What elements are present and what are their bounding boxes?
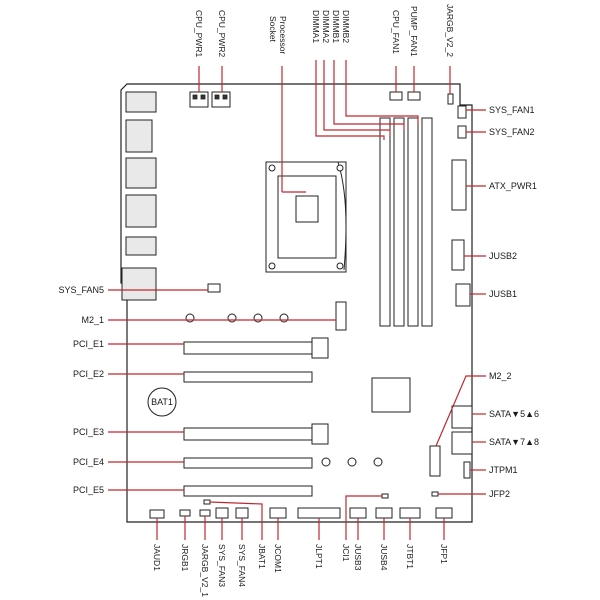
label-pci-e1: PCI_E1 [73,339,104,349]
label-atx-pwr1: ATX_PWR1 [489,181,537,191]
label-jbat1: JBAT1 [257,544,267,569]
label-sys-fan5: SYS_FAN5 [58,285,104,295]
label-jusb2: JUSB2 [489,251,517,261]
jfp2-header [431,491,439,497]
sys-fan1-header [457,105,467,119]
label-m2-1: M2_1 [81,315,104,325]
label-sata-78: SATA▼7▲8 [489,437,539,447]
label-jargb-v2-1: JARGB_V2_1 [200,544,210,597]
label-sys-fan3: SYS_FAN3 [217,544,227,587]
dimm-slots [379,117,433,327]
label-pci-e3: PCI_E3 [73,427,104,437]
pump-fan1-header [407,91,421,101]
label-dimma1: DIMMA1 [311,10,321,43]
jusb1-connector [455,283,471,307]
jargb-v2-2-header [447,93,454,105]
label-jaud1: JAUD1 [152,544,162,571]
label-processor-socket-1: Processor [278,16,288,54]
sata-56-connector [451,405,473,429]
board-outline [120,83,473,523]
cmos-battery: BAT1 [147,387,177,417]
label-sys-fan1: SYS_FAN1 [489,105,535,115]
label-jusb4: JUSB4 [379,544,389,571]
label-pci-e5: PCI_E5 [73,485,104,495]
sys-fan5-header [207,283,221,293]
processor-socket [265,161,347,273]
label-sys-fan4: SYS_FAN4 [237,544,247,587]
label-dimmb1: DIMMB1 [331,10,341,43]
jtpm1-header [463,461,471,479]
label-sys-fan2: SYS_FAN2 [489,127,535,137]
label-m2-2: M2_2 [489,371,512,381]
leader-lines [108,60,486,540]
cpu-pwr1-connector [189,91,209,108]
label-dimma2: DIMMA2 [321,10,331,43]
label-sata-56: SATA▼5▲6 [489,409,539,419]
label-jfp2: JFP2 [489,489,510,499]
label-jtpm1: JTPM1 [489,465,518,475]
pcie-slots [183,337,329,497]
label-cpu-fan1: CPU_FAN1 [391,10,401,54]
label-dimmb2: DIMMB2 [341,10,351,43]
right-labels: SYS_FAN1 SYS_FAN2 ATX_PWR1 JUSB2 JUSB1 M… [489,105,539,499]
label-jci1: JCI1 [341,544,351,562]
label-jcom1: JCOM1 [273,544,283,573]
sata-78-connector [451,431,473,455]
bat1-label: BAT1 [151,397,173,407]
label-pci-e2: PCI_E2 [73,369,104,379]
label-jrgb1: JRGB1 [180,544,190,572]
m2-2-slot [429,445,441,477]
label-jlpt1: JLPT1 [314,544,324,569]
label-processor-socket-2: Socket [268,16,278,43]
label-jfp1: JFP1 [439,544,449,564]
label-jusb1: JUSB1 [489,289,517,299]
label-pci-e4: PCI_E4 [73,457,104,467]
top-labels: CPU_PWR1 CPU_PWR2 Processor Socket DIMMB… [194,4,455,58]
cpu-pwr2-connector [211,91,231,108]
jusb2-connector [451,239,465,271]
label-cpu-pwr1: CPU_PWR1 [194,10,204,58]
sys-fan2-header [457,125,467,139]
chipset [371,377,411,413]
label-jusb3: JUSB3 [353,544,363,571]
rear-io [121,91,157,301]
m2-1-slot [335,301,347,331]
cpu-fan1-header [389,91,403,101]
atx-pwr1-connector [451,159,467,211]
bottom-labels: JAUD1 JRGB1 JARGB_V2_1 SYS_FAN3 SYS_FAN4… [152,544,449,597]
label-pump-fan1: PUMP_FAN1 [409,6,419,57]
label-cpu-pwr2: CPU_PWR2 [217,10,227,58]
left-labels: SYS_FAN5 M2_1 PCI_E1 PCI_E2 PCI_E3 PCI_E… [58,285,104,495]
label-jtbt1: JTBT1 [405,544,415,569]
label-jargb-v2-2: JARGB_V2_2 [445,4,455,57]
